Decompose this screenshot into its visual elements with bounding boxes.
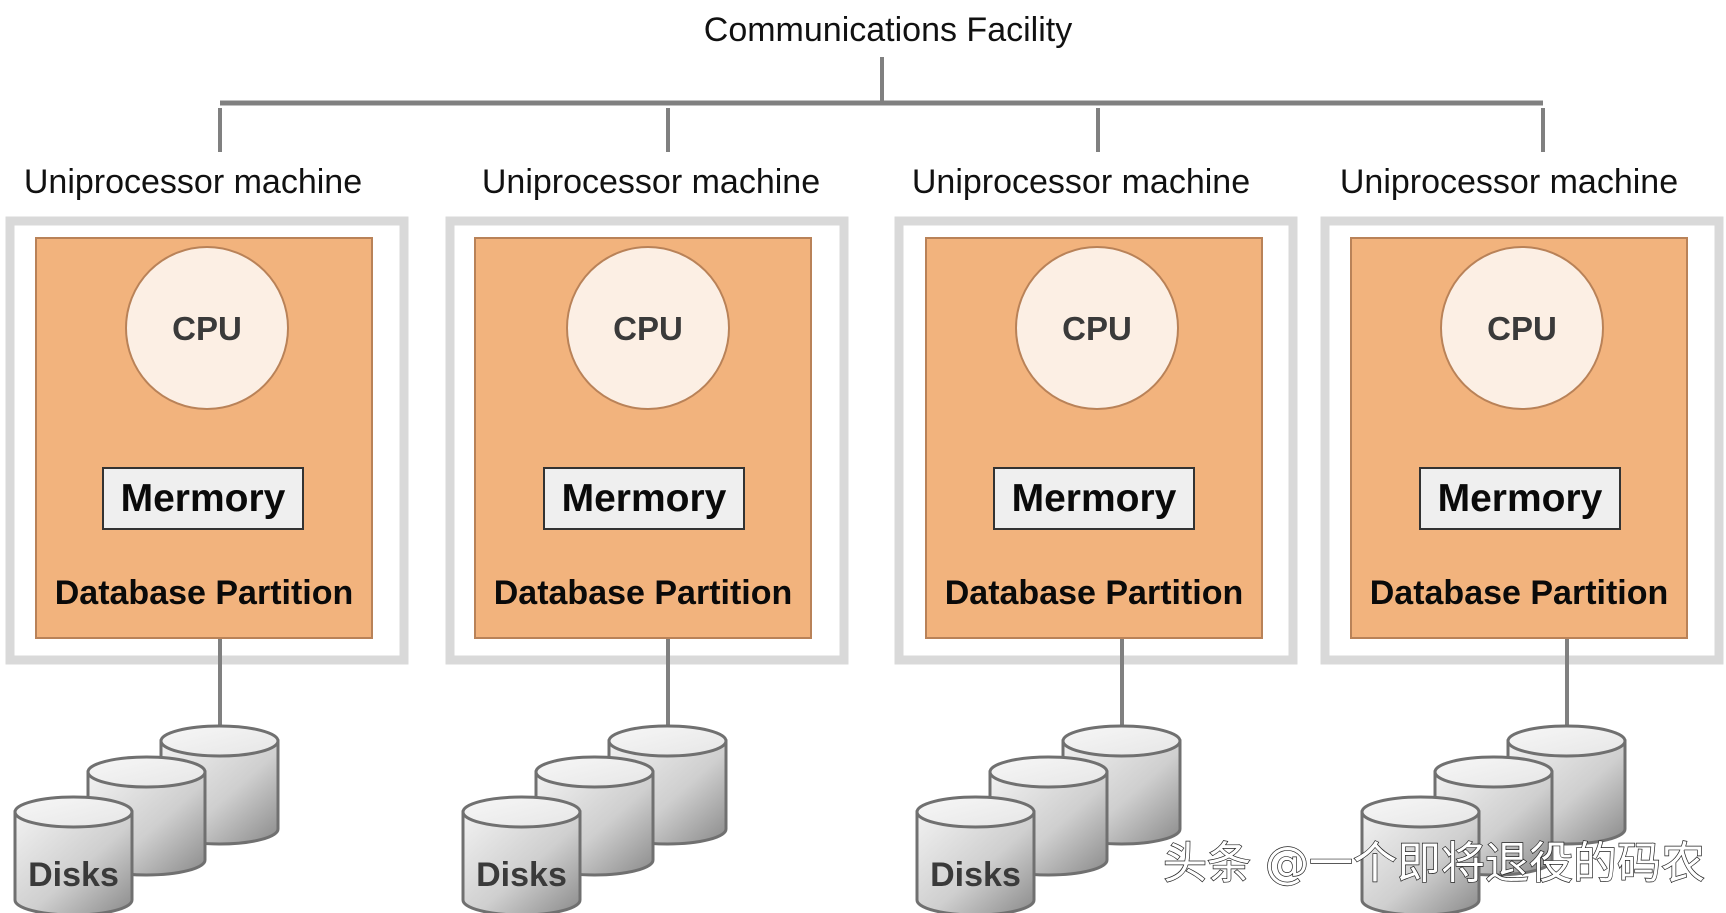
database-partition-label: Database Partition: [55, 574, 354, 612]
disks-label: Disks: [930, 856, 1021, 894]
cpu-label: CPU: [1487, 310, 1557, 347]
communications-bus: [220, 57, 1543, 106]
disk-icon: Disks: [461, 795, 582, 913]
disk-icon: Disks: [13, 795, 134, 913]
cpu-label: CPU: [1062, 310, 1132, 347]
memory-box: [543, 467, 745, 530]
cpu-icon: [1440, 246, 1604, 410]
machine-label: Uniprocessor machine: [1340, 163, 1678, 201]
disks-label: Disks: [28, 856, 119, 894]
cpu-label: CPU: [613, 310, 683, 347]
memory-label: Mermory: [562, 477, 727, 520]
memory-label: Mermory: [1438, 477, 1603, 520]
memory-box: [102, 467, 304, 530]
watermark: 头条 @一个即将退役的码农: [1163, 838, 1705, 889]
memory-box: [993, 467, 1195, 530]
disk-icon: Disks: [915, 795, 1036, 913]
disks-label: Disks: [476, 856, 567, 894]
database-partition-label: Database Partition: [494, 574, 793, 612]
machine-label: Uniprocessor machine: [912, 163, 1250, 201]
memory-box: [1419, 467, 1621, 530]
database-partition-label: Database Partition: [945, 574, 1244, 612]
cpu-icon: [1015, 246, 1179, 410]
cpu-icon: [566, 246, 730, 410]
memory-label: Mermory: [1012, 477, 1177, 520]
database-partition-label: Database Partition: [1370, 574, 1669, 612]
machine-label: Uniprocessor machine: [482, 163, 820, 201]
communications-facility-label: Communications Facility: [704, 11, 1072, 49]
cpu-icon: [125, 246, 289, 410]
disk-icon: [1360, 795, 1481, 913]
machine-label: Uniprocessor machine: [24, 163, 362, 201]
cpu-label: CPU: [172, 310, 242, 347]
memory-label: Mermory: [121, 477, 286, 520]
